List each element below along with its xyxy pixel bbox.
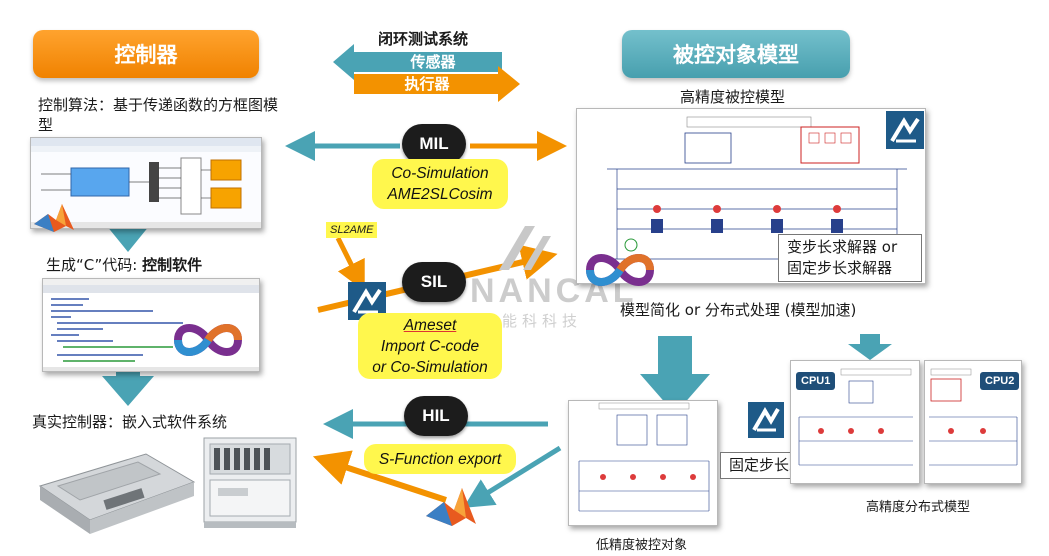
infinity-logo-icon bbox=[173, 324, 243, 356]
actuator-arrow bbox=[354, 66, 520, 102]
watermark-cn: 能科科技 bbox=[502, 312, 583, 330]
variable-step-solver-box: 变步长求解器 or 固定步长求解器 bbox=[778, 234, 922, 282]
matlab-logo-2-icon bbox=[426, 488, 476, 526]
down-arrow-3 bbox=[640, 336, 710, 414]
mil-badge: MIL bbox=[402, 124, 466, 164]
generate-code-text: 生成“C”代码: 控制软件 bbox=[46, 255, 286, 275]
controller-algorithm-text: 控制算法：基于传递函数的方框图模型 bbox=[38, 96, 279, 134]
hil-orange-arrow bbox=[312, 450, 447, 503]
actuator-label: 执行器 bbox=[404, 75, 450, 93]
sil-line-3: or Co-Simulation bbox=[372, 358, 488, 376]
code-editor-screenshot bbox=[42, 278, 260, 372]
controller-title: 控制器 bbox=[114, 43, 178, 67]
cpu2-badge: CPU2 bbox=[980, 372, 1020, 390]
closed-loop-title: 闭环测试系统 bbox=[377, 30, 468, 48]
generate-code-bold: 控制软件 bbox=[142, 256, 203, 274]
sensor-label: 传感器 bbox=[410, 53, 456, 71]
hil-teal-arrow bbox=[463, 445, 562, 508]
sil-line-2: Import C-code bbox=[380, 337, 480, 355]
sl2ame-label: SL2AME bbox=[326, 222, 378, 238]
matlab-logo-icon bbox=[34, 204, 74, 232]
real-controller-text: 真实控制器：嵌入式软件系统 bbox=[32, 413, 228, 431]
simulink-screenshot bbox=[30, 137, 262, 229]
plant-header: 被控对象模型 bbox=[622, 30, 850, 78]
sil-badge: SIL bbox=[402, 262, 466, 302]
sil-line-1: Ameset bbox=[403, 316, 457, 334]
nancal-watermark-logo bbox=[499, 226, 551, 270]
amesim-logo-3-icon bbox=[748, 402, 784, 438]
ecu-hardware-image bbox=[38, 453, 196, 534]
sl2ame-arrow bbox=[335, 236, 365, 292]
hil-badge: HIL bbox=[404, 396, 468, 436]
controller-header: 控制器 bbox=[33, 30, 259, 78]
hil-method-box: S-Function export bbox=[364, 444, 516, 474]
infinity-logo-2-icon bbox=[585, 254, 655, 286]
hil-line-1: S-Function export bbox=[378, 450, 502, 468]
hil-rack-image bbox=[203, 437, 297, 528]
simplify-text: 模型简化 or 分布式处理 (模型加速) bbox=[620, 301, 857, 319]
mil-line-2: AME2SLCosim bbox=[387, 186, 493, 203]
down-arrow-2 bbox=[102, 352, 154, 406]
cpu1-badge: CPU1 bbox=[796, 372, 836, 390]
high-precision-label: 高精度被控模型 bbox=[680, 88, 786, 106]
sil-method-box: Ameset Import C-code or Co-Simulation bbox=[358, 313, 502, 379]
low-precision-label: 低精度被控对象 bbox=[596, 538, 688, 553]
mil-line-1: Co-Simulation bbox=[391, 165, 489, 182]
distributed-label: 高精度分布式模型 bbox=[866, 500, 971, 515]
low-precision-model-screenshot bbox=[568, 400, 718, 526]
plant-title: 被控对象模型 bbox=[673, 43, 799, 67]
down-arrow-4 bbox=[848, 334, 892, 360]
sensor-arrow bbox=[333, 44, 502, 80]
mil-method-box: Co-Simulation AME2SLCosim bbox=[372, 159, 508, 209]
generate-code-prefix: 生成“C”代码: bbox=[46, 256, 143, 274]
amesim-logo-2-icon bbox=[886, 111, 924, 149]
